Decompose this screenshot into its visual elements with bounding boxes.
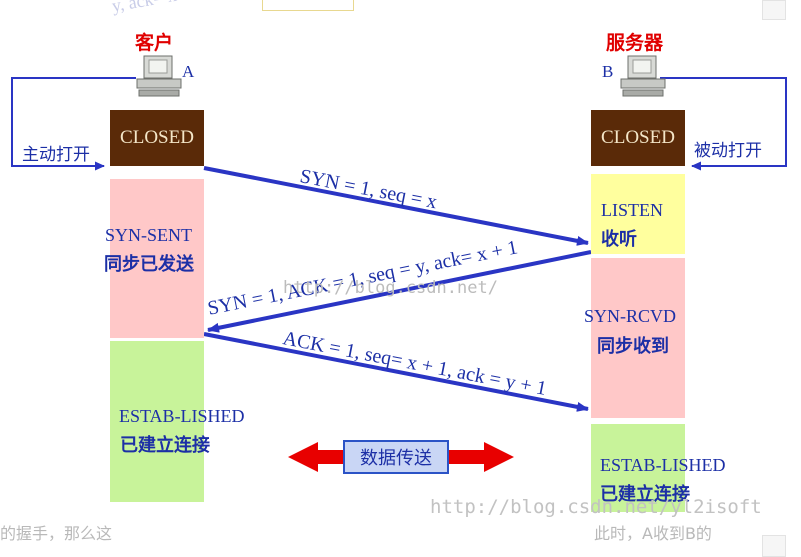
syn-sent-cn: 同步已发送 <box>104 254 194 275</box>
listen-en: LISTEN <box>601 200 663 220</box>
ghost-box <box>262 0 354 11</box>
data-transfer-box: 数据传送 <box>343 440 449 474</box>
corner-tab-top <box>762 0 786 20</box>
server-listen-state <box>591 174 685 254</box>
server-host-label: B <box>602 62 614 81</box>
server-header: 服务器 <box>606 32 664 54</box>
syn-sent-en: SYN-SENT <box>105 225 193 245</box>
bottom-text-left: 的握手，那么这 <box>0 524 113 543</box>
client-closed-state: CLOSED <box>110 110 204 166</box>
client-syn-sent-state <box>110 179 204 338</box>
client-estab-cn: 已建立连接 <box>120 435 210 456</box>
server-syn-rcvd-state <box>591 258 685 418</box>
client-established-state <box>110 341 204 502</box>
client-open-loop <box>11 77 136 171</box>
ack-arrow <box>203 332 589 412</box>
watermark-lower: http://blog.csdn.net/yl2isoft <box>430 496 762 518</box>
client-header: 客户 <box>135 32 174 54</box>
listen-cn: 收听 <box>601 229 637 250</box>
server-computer-icon <box>620 55 666 97</box>
client-host-label: A <box>182 62 195 81</box>
client-estab-en: ESTAB-LISHED <box>119 406 245 426</box>
passive-open-label: 被动打开 <box>694 141 762 161</box>
server-open-loop <box>660 77 787 171</box>
syn-rcvd-en: SYN-RCVD <box>584 306 677 326</box>
client-computer-icon <box>136 55 182 97</box>
active-open-label: 主动打开 <box>22 145 90 165</box>
server-estab-cn: 已建立连接 <box>600 484 690 505</box>
server-estab-en: ESTAB-LISHED <box>600 455 726 475</box>
watermark-center: http://blog.csdn.net/ <box>283 278 498 298</box>
server-established-state <box>591 424 685 512</box>
syn-rcvd-cn: 同步收到 <box>597 336 669 357</box>
syn-ack-arrow <box>207 250 592 333</box>
server-closed-state: CLOSED <box>591 110 685 166</box>
bottom-text-right: 此时，A收到B的 <box>594 524 712 543</box>
syn-arrow <box>203 166 589 246</box>
